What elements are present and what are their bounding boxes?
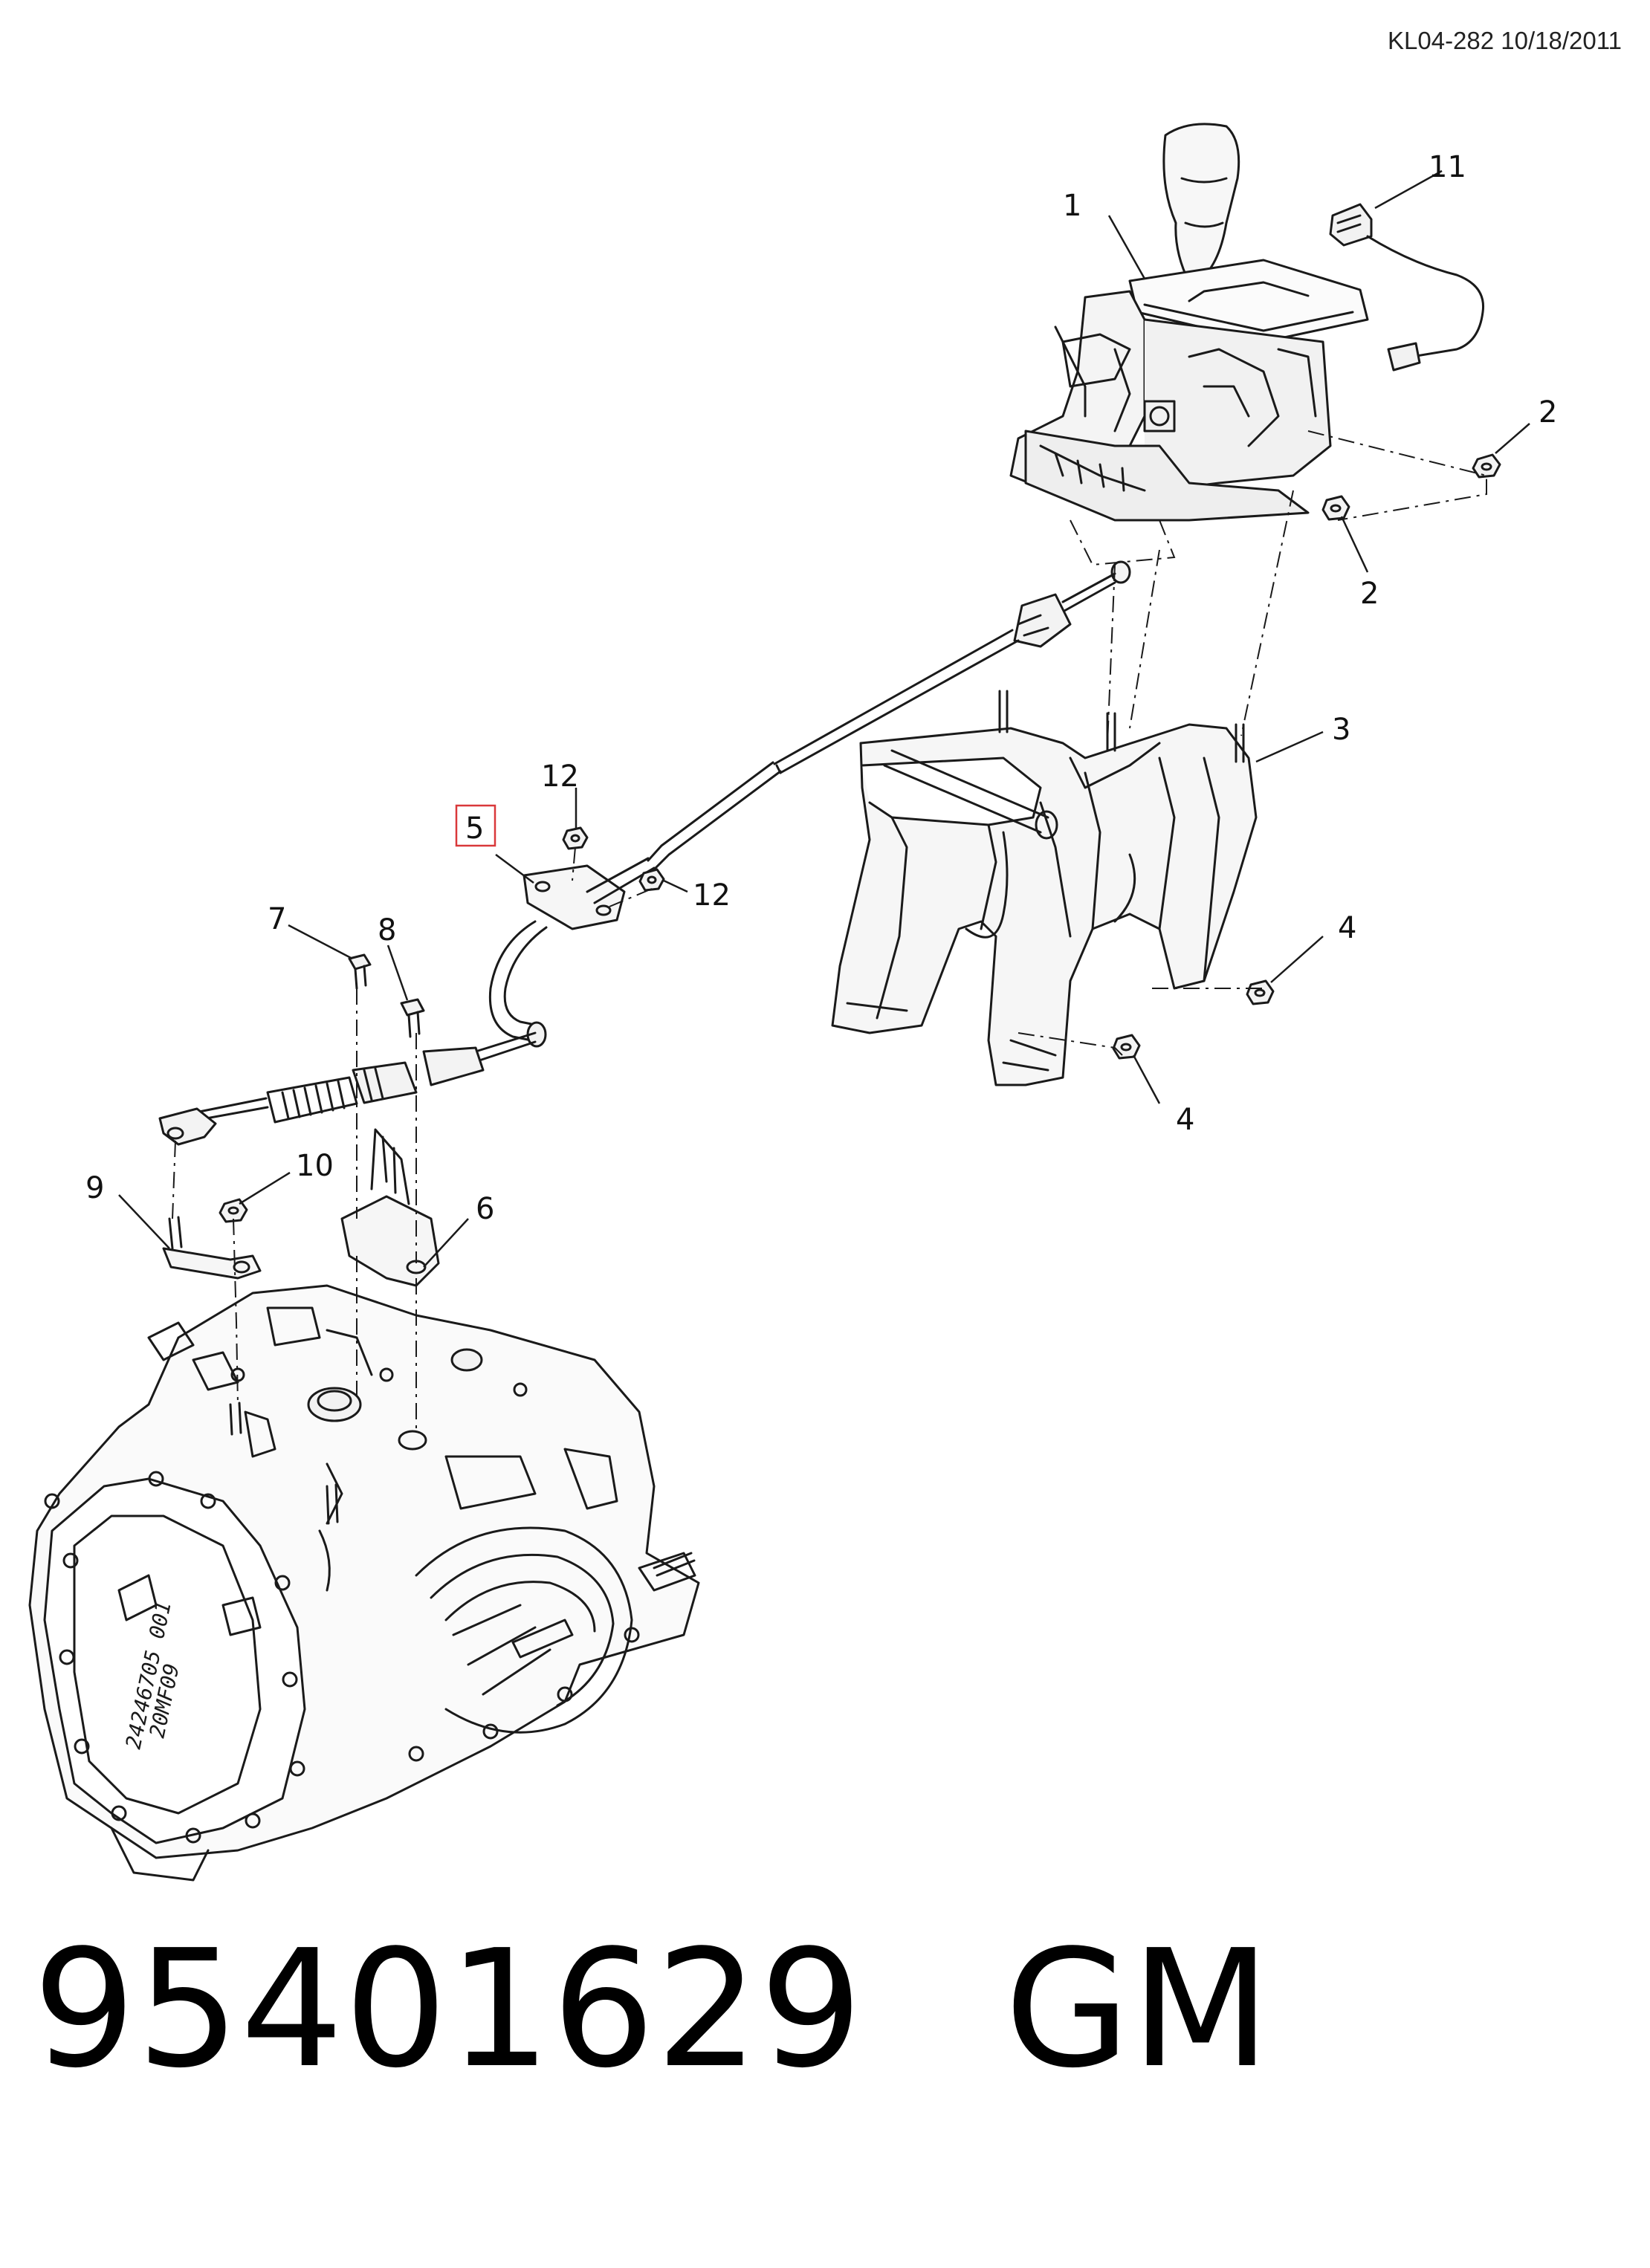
callout-5: 5 — [465, 811, 484, 846]
nut-12-top — [562, 826, 589, 850]
nut-4-right — [1246, 979, 1275, 1005]
transmission-assembly — [28, 1284, 700, 1882]
nut-2-lower — [1321, 495, 1350, 521]
callout-6: 6 — [476, 1192, 494, 1226]
callout-8: 8 — [378, 913, 396, 947]
shifter-mounting-bracket — [831, 690, 1258, 1086]
callout-3: 3 — [1332, 713, 1350, 747]
leader-lines — [118, 169, 1530, 1268]
transmission-shift-lever — [162, 1216, 262, 1280]
callout-4-right: 4 — [1338, 911, 1356, 945]
callout-1: 1 — [1063, 189, 1081, 223]
callout-11: 11 — [1429, 150, 1466, 184]
callout-2-lower: 2 — [1360, 577, 1379, 611]
nut-4-lower — [1112, 1034, 1141, 1060]
brand-name: GM — [1004, 1916, 1272, 2104]
nut-2-right — [1472, 453, 1501, 479]
callout-2-right: 2 — [1539, 395, 1557, 430]
callout-12-side: 12 — [693, 878, 731, 913]
shifter-assembly — [1009, 123, 1369, 522]
callout-9: 9 — [85, 1171, 104, 1205]
assembly-reference-lines — [172, 430, 1487, 1434]
callout-7: 7 — [268, 902, 286, 936]
bolt-8 — [400, 998, 425, 1038]
callout-4-lower: 4 — [1176, 1103, 1194, 1137]
callout-10: 10 — [296, 1149, 334, 1183]
bolt-7 — [348, 953, 372, 990]
nut-12-side — [638, 868, 665, 892]
callout-12-top: 12 — [541, 759, 579, 794]
cable-mounting-bracket — [340, 1128, 440, 1287]
diagram-reference-id: KL04-282 10/18/2011 — [1388, 27, 1622, 54]
highlighted-callout-box — [455, 804, 496, 847]
nut-10 — [219, 1198, 248, 1223]
shift-control-cable — [158, 560, 1131, 1146]
part-number: 95401629 — [33, 1916, 864, 2104]
callout-numbers: 1 2 2 3 4 4 5 6 7 8 9 10 11 12 12 — [85, 150, 1557, 1226]
wiring-harness — [1329, 203, 1485, 372]
